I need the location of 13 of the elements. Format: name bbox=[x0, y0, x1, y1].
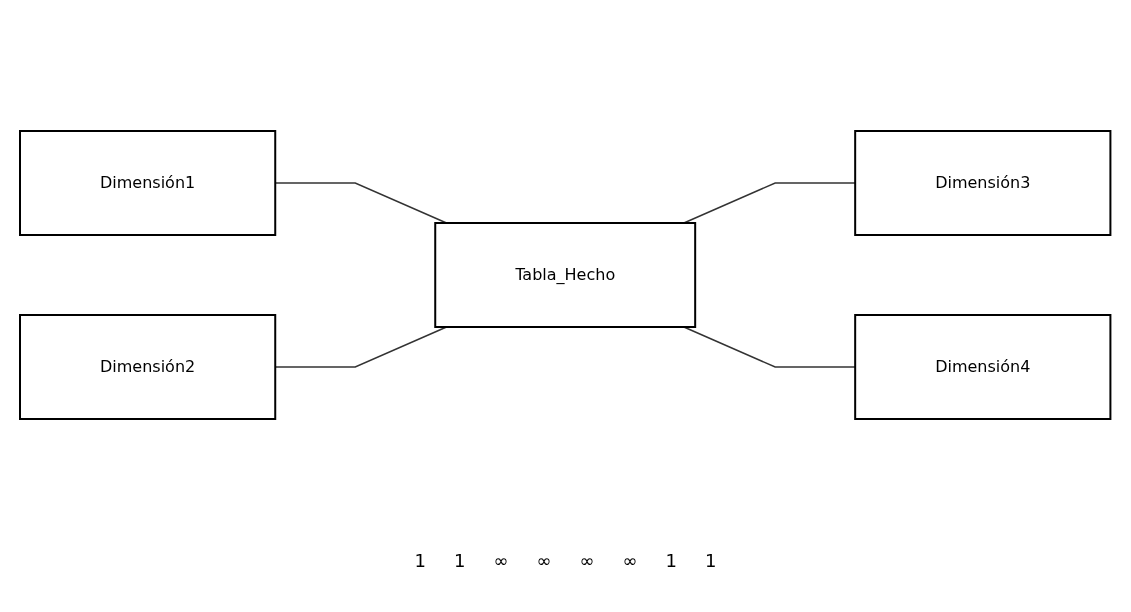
cardinality-label: 1 bbox=[704, 550, 717, 571]
cardinality-label: 1 bbox=[665, 550, 677, 571]
node-box: Tabla_Hecho bbox=[434, 222, 697, 328]
cardinality-label: ∞ bbox=[493, 550, 509, 571]
cardinality-label: 1 bbox=[414, 550, 427, 571]
node-box: Dimensión1 bbox=[19, 130, 277, 236]
cardinality-label: ∞ bbox=[622, 550, 638, 571]
node-box: Dimensión2 bbox=[19, 314, 277, 420]
cardinality-label: ∞ bbox=[579, 550, 595, 571]
cardinality-label: ∞ bbox=[536, 550, 552, 571]
node-box: Dimensión3 bbox=[854, 130, 1112, 236]
cardinality-label: 1 bbox=[454, 550, 466, 571]
node-box: Dimensión4 bbox=[854, 314, 1112, 420]
